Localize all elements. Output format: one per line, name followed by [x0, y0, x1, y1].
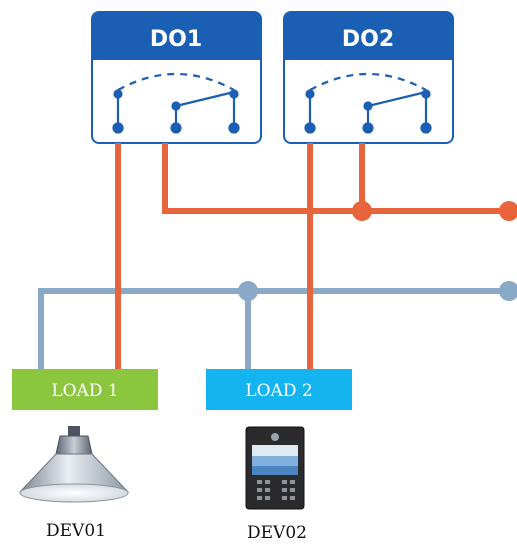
load-2: LOAD 2 [206, 369, 352, 410]
load-2-label: LOAD 2 [245, 381, 312, 401]
power-terminal-node [499, 201, 517, 221]
relay-do1: DO1 [91, 11, 262, 144]
relay-do2: DO2 [283, 11, 454, 144]
relay-do2-header [284, 12, 453, 60]
load-1-label: LOAD 1 [51, 381, 118, 401]
power-wiring [115, 143, 509, 370]
device-1-label: DEV01 [46, 521, 106, 541]
relay-do1-header [92, 12, 261, 60]
neutral-terminal-node [499, 281, 517, 301]
neutral-junction-node [238, 281, 258, 301]
high-bay-lamp-icon [19, 426, 129, 503]
neutral-bus [38, 288, 509, 370]
load-2-box [206, 369, 352, 410]
load-1-box [12, 369, 158, 410]
device-2-label: DEV02 [247, 523, 307, 543]
relay-do2-label: DO2 [342, 27, 394, 52]
video-intercom-panel-icon [245, 426, 305, 510]
relay-do1-label: DO1 [150, 27, 202, 52]
common-supply-line [162, 143, 509, 214]
power-junction-node [352, 201, 372, 221]
relay-do2-switch-icon [304, 72, 432, 134]
load-1: LOAD 1 [12, 369, 158, 410]
relay-do1-switch-icon [112, 72, 240, 134]
